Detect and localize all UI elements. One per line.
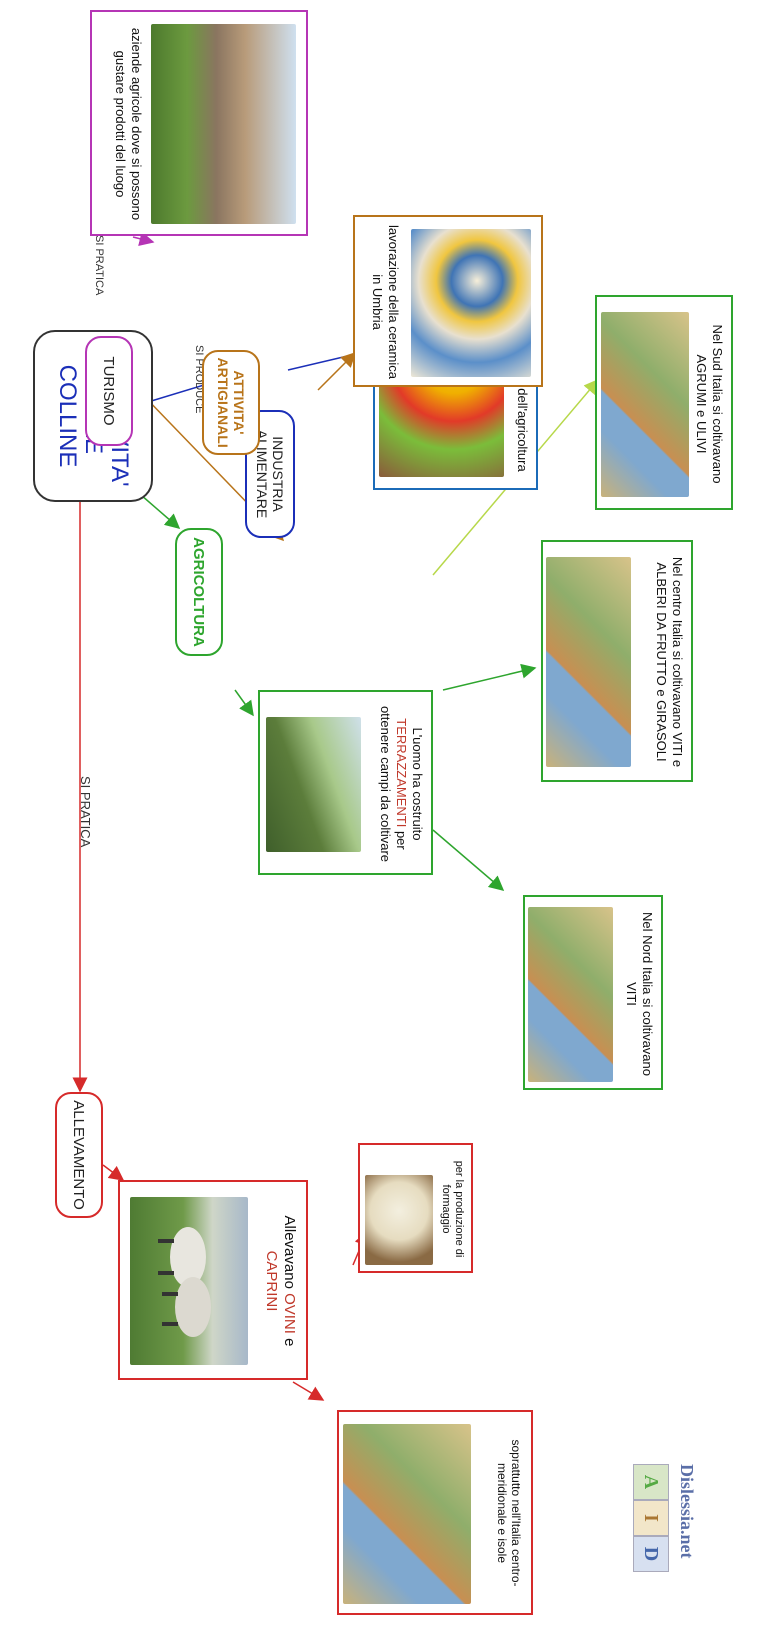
north-italy-map-image <box>528 907 613 1082</box>
box-aziende-agricole: aziende agricole dove si possono gustare… <box>90 10 308 236</box>
artigianali-label: ATTIVITA' ARTIGIANALI <box>215 357 247 448</box>
logo-letter-a: A <box>640 1474 662 1490</box>
arrow-central-agricoltura <box>140 494 181 529</box>
sheep-image <box>130 1197 248 1365</box>
cheese-image <box>365 1175 433 1265</box>
ceramics-image <box>411 229 531 377</box>
box-sud-italia: Nel Sud Italia si coltivavano AGRUMI e U… <box>595 295 733 510</box>
sud-caption: Nel Sud Italia si coltivavano AGRUMI e U… <box>694 324 725 484</box>
arrow-allevamento-ovini <box>102 1164 125 1181</box>
arrow-agricoltura-terrazzamenti <box>234 689 254 717</box>
logo-letter-block-d: D <box>633 1536 669 1572</box>
south-italy-map-image <box>601 312 689 497</box>
arrow-turismo-aziende <box>132 231 155 247</box>
node-turismo: TURISMO <box>85 336 133 446</box>
node-attivita-artigianali: ATTIVITA' ARTIGIANALI <box>202 350 260 455</box>
allevamento-label: ALLEVAMENTO <box>70 1100 88 1210</box>
centro-caption: Nel centro Italia si coltivavano VITI e … <box>654 556 685 768</box>
arrow-ovini-italia <box>292 1381 325 1401</box>
terrazzamenti-highlight: TERRAZZAMENTI <box>394 718 409 828</box>
arrow-terrazzamenti-nord <box>432 829 505 891</box>
box-ovini-caprini: Allevavano OVINI e CAPRINI <box>118 1180 308 1380</box>
node-allevamento: ALLEVAMENTO <box>55 1092 103 1218</box>
ovini-caption: Allevavano OVINI e CAPRINI <box>262 1187 298 1375</box>
caprini-highlight: CAPRINI <box>263 1250 280 1312</box>
logo-letter-i: I <box>640 1514 662 1522</box>
terrazzamenti-caption: L'uomo ha costruito TERRAZZAMENTI per ot… <box>377 698 425 870</box>
turismo-label: TURISMO <box>100 356 118 426</box>
dislessia-logo: A I D Dislessia.net <box>623 1462 743 1622</box>
node-agricoltura: AGRICOLTURA <box>175 528 223 656</box>
arrow-artigianali-ceramica <box>317 351 357 391</box>
formaggio-caption: per la produzione di formaggio <box>440 1160 465 1258</box>
terrazzamenti-pre: L'uomo ha costruito <box>410 727 425 841</box>
logo-letter-d: D <box>640 1546 662 1562</box>
ceramica-caption: lavorazione della ceramica in Umbria <box>370 225 401 379</box>
logo-text: Dislessia.net <box>677 1464 697 1559</box>
box-terrazzamenti: L'uomo ha costruito TERRAZZAMENTI per ot… <box>258 690 433 875</box>
italy-map-image <box>343 1424 471 1604</box>
box-centro-italia: Nel centro Italia si coltivavano VITI e … <box>541 540 693 782</box>
sheep-icon <box>158 1227 211 1337</box>
ovini-mid: e <box>281 1333 298 1347</box>
edge-label-si-pratica-allevamento: SI PRATICA <box>78 776 93 848</box>
italia-caption: soprattutto nell'Italia centro-meridiona… <box>495 1439 523 1587</box>
farmhouse-image <box>151 24 296 224</box>
box-nord-italia: Nel Nord Italia si coltivavano VITI <box>523 895 663 1090</box>
box-ceramica: lavorazione della ceramica in Umbria <box>353 215 543 387</box>
box-italia-centro-meridionale: soprattutto nell'Italia centro-meridiona… <box>337 1410 533 1615</box>
nord-caption: Nel Nord Italia si coltivavano VITI <box>624 911 655 1077</box>
arrow-terrazzamenti-centro <box>442 663 537 691</box>
logo-letter-block-a: A <box>633 1464 669 1500</box>
aziende-caption: aziende agricole dove si possono gustare… <box>113 27 144 221</box>
edge-label-si-pratica-turismo: SI PRATICA <box>93 235 105 296</box>
agricoltura-label: AGRICOLTURA <box>190 537 208 647</box>
ovini-pre: Allevavano <box>281 1215 298 1294</box>
ovini-highlight: OVINI <box>281 1293 298 1334</box>
logo-letter-block-i: I <box>633 1500 669 1536</box>
central-italy-map-image <box>546 557 631 767</box>
terraces-image <box>266 717 361 852</box>
box-formaggio: per la produzione di formaggio <box>358 1143 473 1273</box>
